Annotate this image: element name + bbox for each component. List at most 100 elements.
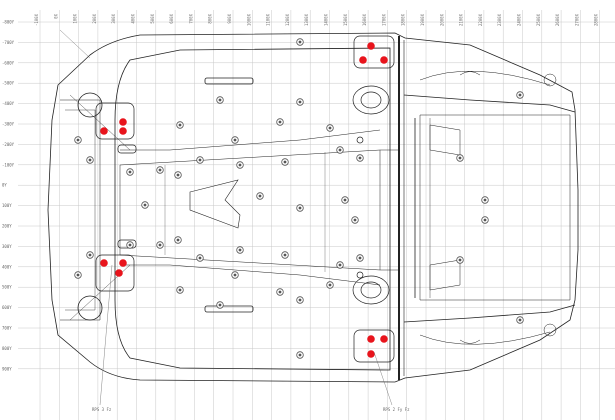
- wheel-arch-upper: [419, 70, 551, 86]
- y-tick-label: 200Y: [2, 224, 12, 229]
- pad-bottom-left: [95, 254, 135, 292]
- bolt-icon: [231, 271, 239, 279]
- x-tick-label: 1800X: [401, 13, 406, 26]
- x-tick-label: -100X: [34, 13, 39, 26]
- bolt-icon: [74, 271, 82, 279]
- bolt-icon: [141, 201, 149, 209]
- bolt-right-mid: [356, 136, 364, 144]
- y-tick-label: -600Y: [2, 60, 15, 65]
- right-hub: [77, 295, 103, 321]
- bolt-icon: [196, 254, 204, 262]
- bolt-icon: [236, 246, 244, 254]
- x-tick-label: 0X: [53, 13, 58, 18]
- red-marker-icon: [380, 56, 388, 64]
- pad-top-left: [95, 102, 135, 140]
- x-tick-label: 100X: [73, 13, 78, 23]
- front-rail-lower: [403, 304, 576, 323]
- pad-bottom-right: [353, 329, 395, 363]
- pad-mid-top-right: [352, 85, 390, 115]
- red-marker-icon: [119, 118, 127, 126]
- x-tick-label: 800X: [208, 13, 213, 23]
- bolt-icon: [296, 38, 304, 46]
- y-tick-label: -500Y: [2, 81, 15, 86]
- rear-diagonal-top: [69, 94, 131, 151]
- bolt-icon: [216, 96, 224, 104]
- cross-brace-top: [120, 129, 381, 151]
- x-tick-label: 700X: [188, 13, 193, 23]
- callout-right-label: RPS 2 Fy Fz: [383, 407, 410, 412]
- bolt-icon: [74, 136, 82, 144]
- x-tick-label: 1200X: [285, 13, 290, 26]
- pad-top-right: [353, 35, 395, 69]
- y-tick-label: -800Y: [2, 20, 15, 25]
- bolt-icon: [231, 136, 239, 144]
- bolt-icon: [481, 216, 489, 224]
- bolt-icon: [336, 146, 344, 154]
- y-tick-label: 700Y: [2, 326, 12, 331]
- x-tick-label: 2300X: [497, 13, 502, 26]
- bolt-icon: [456, 154, 464, 162]
- bolt-icon: [196, 156, 204, 164]
- x-tick-label: 2700X: [574, 13, 579, 26]
- bolt-icon: [256, 192, 264, 200]
- grid-lines: [18, 10, 615, 420]
- y-tick-label: 900Y: [2, 366, 12, 371]
- reference-pads: [95, 35, 395, 363]
- bolt-icon: [126, 168, 134, 176]
- bolt-icon: [356, 254, 364, 262]
- callout-left-label: RPS 3 Fz: [92, 407, 112, 412]
- bolt-icon: [456, 256, 464, 264]
- y-tick-label: 600Y: [2, 305, 12, 310]
- x-tick-label: 2000X: [439, 13, 444, 26]
- bolt-icon: [296, 98, 304, 106]
- red-marker-icon: [115, 269, 123, 277]
- cross-brace-bottom: [120, 264, 381, 286]
- bolt-markers: [74, 38, 524, 359]
- y-tick-label: 0Y: [2, 183, 7, 188]
- right-slot: [204, 305, 254, 313]
- bolt-icon: [156, 166, 164, 174]
- y-tick-label: 100Y: [2, 203, 12, 208]
- red-marker-icon: [119, 127, 127, 135]
- front-rail-upper: [403, 94, 576, 113]
- bolt-icon: [276, 118, 284, 126]
- x-tick-label: 400X: [131, 13, 136, 23]
- bolt-icon: [86, 156, 94, 164]
- left-slot: [204, 77, 254, 85]
- underbody-outline: [47, 32, 579, 383]
- x-tick-label: 1000X: [246, 13, 251, 26]
- x-tick-label: 1900X: [420, 13, 425, 26]
- bolt-icon: [174, 171, 182, 179]
- bolt-icon: [336, 261, 344, 269]
- floor-outline: [47, 32, 579, 383]
- y-tick-label: 500Y: [2, 285, 12, 290]
- bolt-icon: [481, 196, 489, 204]
- bolt-icon: [516, 91, 524, 99]
- bolt-icon: [176, 286, 184, 294]
- bolt-icon: [296, 296, 304, 304]
- bolt-icon: [174, 236, 182, 244]
- center-arrow: [189, 179, 241, 229]
- x-tick-label: 1500X: [343, 13, 348, 26]
- red-marker-icon: [100, 127, 108, 135]
- callout-leaders: [59, 29, 393, 406]
- y-tick-label: 800Y: [2, 346, 12, 351]
- y-tick-label: 400Y: [2, 264, 12, 269]
- bolt-icon: [281, 251, 289, 259]
- bolt-icon: [86, 251, 94, 259]
- x-tick-label: 2200X: [478, 13, 483, 26]
- bolt-icon: [216, 301, 224, 309]
- bolt-icon: [356, 154, 364, 162]
- pad-mid-bottom-right: [352, 275, 390, 305]
- red-marker-icon: [380, 335, 388, 343]
- x-tick-label: 2100X: [459, 13, 464, 26]
- red-marker-icon: [100, 259, 108, 267]
- x-tick-label: 2500X: [536, 13, 541, 26]
- bolt-icon: [156, 241, 164, 249]
- bolt-icon: [326, 281, 334, 289]
- y-tick-label: -100Y: [2, 162, 15, 167]
- y-tick-label: -400Y: [2, 101, 15, 106]
- x-tick-label: 500X: [150, 13, 155, 23]
- bolt-icon: [296, 351, 304, 359]
